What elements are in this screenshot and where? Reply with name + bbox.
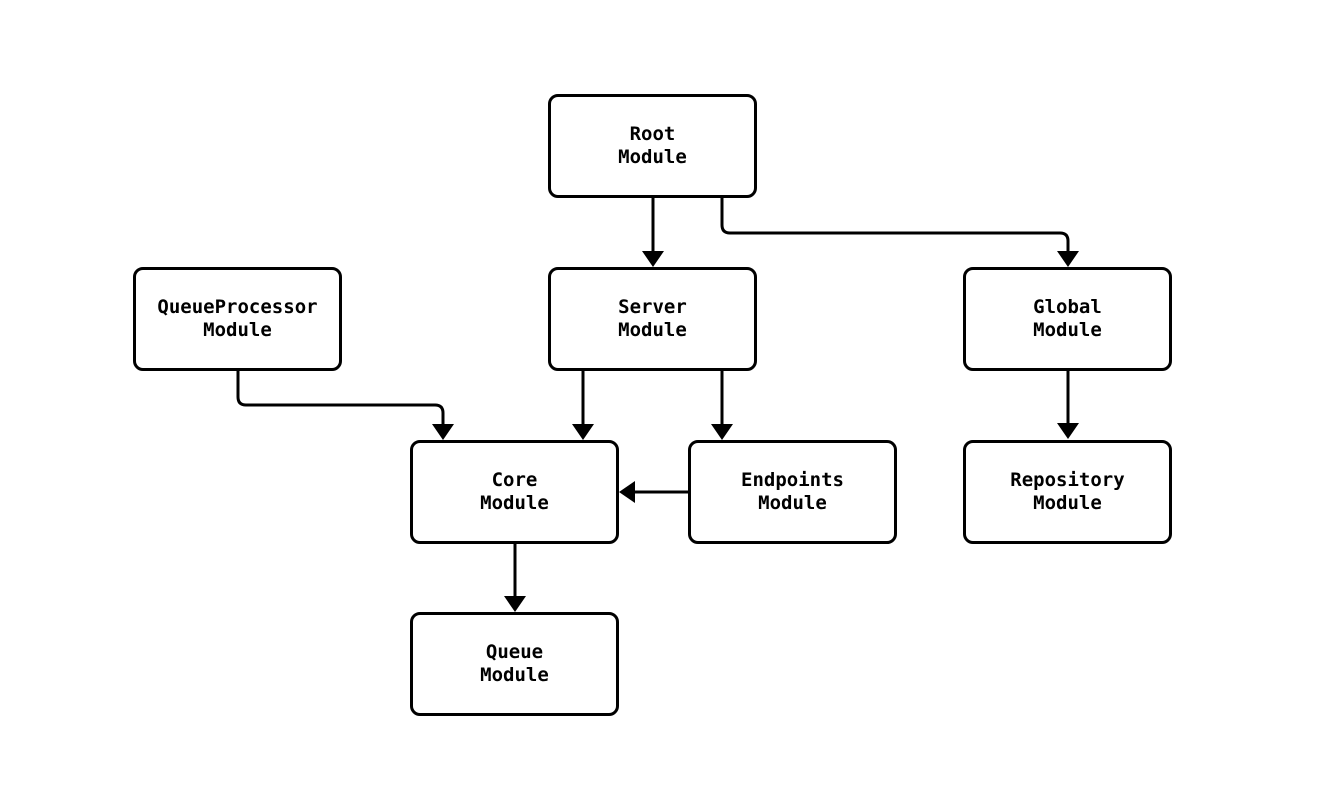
node-label-line: Module — [758, 492, 827, 514]
node-label-line: Module — [480, 492, 549, 514]
node-root-module: Root Module — [548, 94, 757, 198]
node-label-line: Module — [203, 319, 272, 341]
node-server-module: Server Module — [548, 267, 757, 371]
node-label-line: Global — [1033, 296, 1102, 318]
node-label-line: Queue — [485, 641, 544, 663]
node-label-line: Module — [1033, 319, 1102, 341]
edge-core-to-queue — [504, 544, 526, 612]
node-label-line: Module — [1033, 492, 1102, 514]
node-repository-module: Repository Module — [963, 440, 1172, 544]
edge-endpoints-to-core — [619, 481, 688, 503]
edge-root-to-global — [720, 198, 1079, 267]
node-label-line: Repository — [1010, 469, 1125, 491]
node-label-line: Core — [491, 469, 538, 491]
edge-global-to-repository — [1057, 371, 1079, 439]
node-label-line: Module — [618, 319, 687, 341]
node-queueprocessor-module: QueueProcessor Module — [133, 267, 342, 371]
edge-server-to-endpoints — [711, 371, 733, 440]
node-queue-module: Queue Module — [410, 612, 619, 716]
node-label-line: Module — [480, 664, 549, 686]
node-core-module: Core Module — [410, 440, 619, 544]
edge-server-to-core — [572, 371, 594, 440]
node-label-line: Module — [618, 146, 687, 168]
node-label-line: Server — [618, 296, 687, 318]
node-label-line: Root — [629, 123, 676, 145]
node-endpoints-module: Endpoints Module — [688, 440, 897, 544]
edge-queueprocessor-to-core — [236, 371, 454, 440]
node-global-module: Global Module — [963, 267, 1172, 371]
edge-root-to-server — [642, 198, 664, 267]
node-label-line: Endpoints — [741, 469, 844, 491]
node-label-line: QueueProcessor — [157, 296, 318, 318]
